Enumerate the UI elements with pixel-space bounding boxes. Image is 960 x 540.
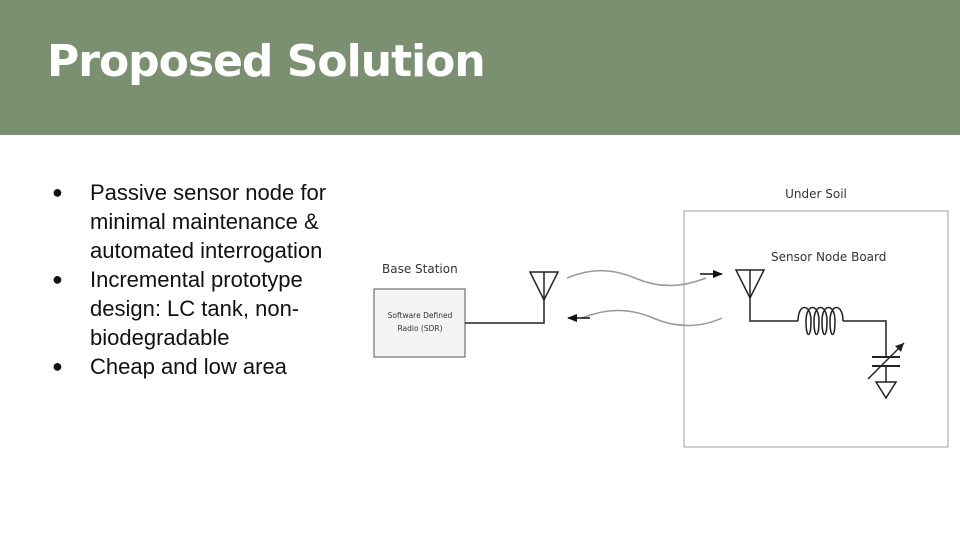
ground-icon [874,381,898,400]
bullet-item: ● Cheap and low area [50,352,360,381]
sdr-box [373,288,466,358]
sensor-node-board-label: Sensor Node Board [771,250,886,264]
sensor-antenna-icon [734,269,766,300]
bullet-item: ● Incremental prototype design: LC tank, … [50,265,360,352]
base-wire [465,300,545,324]
bullet-dot-icon: ● [52,356,63,376]
base-station-label: Base Station [382,262,458,276]
bullet-text: Passive sensor node for minimal maintena… [90,180,327,263]
sdr-label-line2: Radio (SDR) [397,324,442,333]
bullet-dot-icon: ● [52,182,63,202]
slide-title: Proposed Solution [47,36,486,87]
under-soil-label: Under Soil [785,187,847,201]
uplink-wave [566,269,707,287]
sensor-wire-a [749,298,798,322]
inductor-icon [797,306,844,336]
bullet-item: ● Passive sensor node for minimal mainten… [50,178,360,265]
bullet-text: Incremental prototype design: LC tank, n… [90,267,303,350]
base-antenna-icon [528,271,560,302]
title-bar: Proposed Solution [0,0,960,135]
downlink-wave [581,309,723,327]
bullet-list: ● Passive sensor node for minimal mainten… [50,178,360,381]
bullet-dot-icon: ● [52,269,63,289]
sdr-label-line1: Software Defined [388,311,453,320]
sensor-wire-b [843,320,887,357]
under-soil-box [683,210,949,448]
bullet-text: Cheap and low area [90,354,287,379]
